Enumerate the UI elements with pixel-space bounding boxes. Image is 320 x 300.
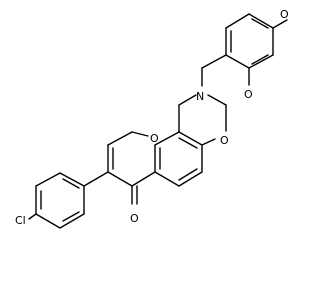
methoxy-bond-1: [272, 19, 288, 29]
chlorine-label: Cl: [15, 214, 26, 227]
aryl-link-bond: [83, 171, 109, 187]
ketone-oxygen-label: O: [130, 212, 139, 225]
oxazine-ring: [178, 94, 227, 146]
pyranone-ring: [83, 131, 156, 205]
methoxy-oxygen-label-1: O: [244, 88, 253, 101]
nitrogen-label: N: [196, 90, 204, 103]
methoxy-oxygen-label-2: O: [280, 8, 289, 21]
oxazine-oxygen-label: O: [220, 134, 229, 147]
chlorophenyl-ring: [28, 172, 85, 229]
pyran-oxygen-label: O: [150, 132, 159, 145]
molecule-canvas: N O O O O O Cl: [15, 8, 289, 229]
structure-diagram: N O O O O O Cl: [15, 8, 289, 229]
benzo-ring: [154, 131, 203, 187]
c-cl-bond: [28, 213, 37, 220]
dimethoxyphenyl-ring: [225, 13, 288, 86]
